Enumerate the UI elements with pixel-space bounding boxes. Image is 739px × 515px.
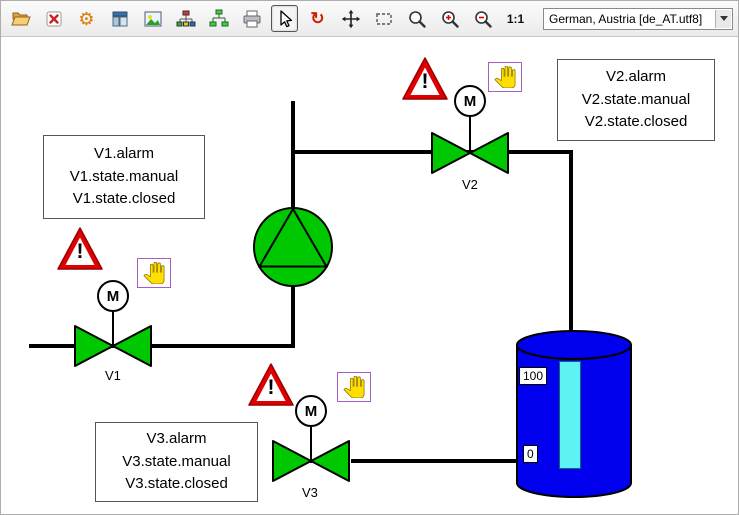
magnifier-minus-icon <box>474 10 492 28</box>
warning-triangle-icon <box>57 227 103 270</box>
tank-scale-max: 100 <box>519 367 548 385</box>
pipe-right-vertical <box>569 150 573 350</box>
diagram-canvas: 100 0 M ! V1 V1.alarm V1.state.manual V1… <box>1 37 738 514</box>
hand-icon <box>143 262 165 284</box>
pipe-left-horizontal <box>29 344 295 348</box>
status-line: V2.state.closed <box>584 113 688 131</box>
motor-label: M <box>463 92 477 110</box>
valve-v1[interactable] <box>73 323 153 369</box>
dropdown-arrow-icon <box>715 9 731 28</box>
printer-icon <box>243 10 260 27</box>
warning-triangle-icon <box>248 363 294 406</box>
valve-v2[interactable] <box>430 130 510 176</box>
open-button[interactable] <box>7 5 34 32</box>
zoom-region-button[interactable] <box>370 5 397 32</box>
valve-v3[interactable] <box>271 438 351 484</box>
valve-v1-alarm-indicator: ! <box>57 227 103 271</box>
zoom-original-button[interactable]: 1:1 <box>502 5 529 32</box>
valve-v3-alarm-indicator: ! <box>248 363 294 407</box>
nodes-button[interactable] <box>172 5 199 32</box>
valve-v3-label: V3 <box>302 485 318 500</box>
valve-v3-stem <box>310 425 312 463</box>
valve-v2-alarm-indicator: ! <box>402 57 448 101</box>
tank-scale-min: 0 <box>523 445 538 463</box>
refresh-icon: ↻ <box>310 9 325 28</box>
find-button[interactable] <box>403 5 430 32</box>
motor-label: M <box>106 287 120 305</box>
valve-v2-status-box: V2.alarm V2.state.manual V2.state.closed <box>557 59 715 141</box>
folder-open-icon <box>10 12 31 25</box>
valve-v2-stem <box>469 115 471 153</box>
tree-button[interactable] <box>205 5 232 32</box>
gear-icon: ⚙ <box>78 8 95 29</box>
select-tool-button[interactable] <box>271 5 298 32</box>
window-button[interactable] <box>106 5 133 32</box>
close-window-icon <box>46 11 61 26</box>
valve-v1-label: V1 <box>105 368 121 383</box>
valve-v2-label: V2 <box>462 177 478 192</box>
move-tool-button[interactable] <box>337 5 364 32</box>
status-line: V3.alarm <box>146 430 207 448</box>
valve-v1-status-box: V1.alarm V1.state.manual V1.state.closed <box>43 135 205 219</box>
valve-v2-motor[interactable]: M <box>454 85 486 117</box>
hand-icon <box>494 66 516 88</box>
valve-v3-motor[interactable]: M <box>295 395 327 427</box>
tree-icon <box>209 9 228 26</box>
language-select[interactable]: German, Austria [de_AT.utf8] <box>543 7 733 30</box>
magnifier-plus-icon <box>441 10 459 28</box>
zoom-original-label: 1:1 <box>506 11 525 26</box>
valve-v1-manual-button[interactable] <box>137 258 171 288</box>
pump[interactable] <box>251 205 335 289</box>
magnifier-icon <box>408 10 426 28</box>
status-line: V1.state.closed <box>72 190 176 208</box>
hand-icon <box>343 376 365 398</box>
valve-v1-stem <box>112 310 114 348</box>
close-button[interactable] <box>40 5 67 32</box>
warning-triangle-icon <box>402 57 448 100</box>
exclamation-mark: ! <box>421 70 429 93</box>
reload-button[interactable]: ↻ <box>304 5 331 32</box>
move-icon <box>341 9 360 28</box>
zoom-in-button[interactable] <box>436 5 463 32</box>
tank-level-gauge <box>559 361 581 469</box>
status-line: V1.state.manual <box>69 167 179 185</box>
status-line: V3.state.closed <box>125 475 228 493</box>
status-line: V3.state.manual <box>122 452 231 470</box>
status-line: V2.state.manual <box>581 90 691 108</box>
valve-v3-manual-button[interactable] <box>337 372 371 402</box>
nodes-icon <box>176 10 195 26</box>
motor-label: M <box>304 402 318 420</box>
status-line: V1.alarm <box>93 145 155 163</box>
cursor-icon <box>279 9 292 27</box>
pipe-bottom-horizontal <box>351 459 519 463</box>
valve-v1-motor[interactable]: M <box>97 280 129 312</box>
options-button[interactable]: ⚙ <box>73 5 100 32</box>
image-icon <box>144 11 161 26</box>
image-button[interactable] <box>139 5 166 32</box>
print-button[interactable] <box>238 5 265 32</box>
exclamation-mark: ! <box>76 240 84 263</box>
window-icon <box>112 11 127 26</box>
zoom-out-button[interactable] <box>469 5 496 32</box>
valve-v2-manual-button[interactable] <box>488 62 522 92</box>
valve-v3-status-box: V3.alarm V3.state.manual V3.state.closed <box>95 422 258 502</box>
toolbar: ⚙ <box>1 1 738 37</box>
exclamation-mark: ! <box>267 376 275 399</box>
language-select-value: German, Austria [de_AT.utf8] <box>549 11 703 26</box>
status-line: V2.alarm <box>605 68 667 86</box>
rectangle-icon <box>375 12 392 25</box>
